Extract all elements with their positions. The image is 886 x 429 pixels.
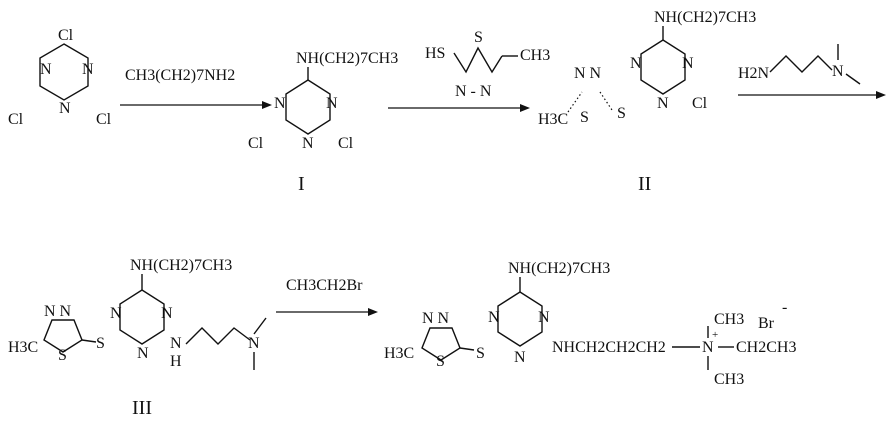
reagent-n: N: [832, 63, 844, 80]
atom-n: N: [302, 135, 314, 152]
atom-n: N: [82, 61, 94, 78]
reagent-nn: N - N: [455, 83, 492, 100]
octylamino-group: NH(CH2)7CH3: [296, 50, 398, 67]
octylamino-group: NH(CH2)7CH3: [654, 9, 756, 26]
thiadiazole-s: S: [580, 109, 589, 126]
atom-nh-h: H: [170, 353, 182, 370]
compound-III: NH(CH2)7CH3 N N N S N H N N N S H3C III: [8, 257, 267, 419]
atom-cl-top: Cl: [58, 27, 74, 44]
ethyl-group: CH2CH3: [736, 339, 796, 356]
octylamino-group: NH(CH2)7CH3: [130, 257, 232, 274]
atom-cl: Cl: [692, 95, 708, 112]
atom-s-linker: S: [96, 335, 105, 352]
reagent-hs: HS: [425, 45, 445, 62]
atom-n: N: [161, 305, 173, 322]
atom-dimethyl-n: N: [248, 335, 260, 352]
atom-n: N: [538, 309, 550, 326]
atom-n: N: [59, 100, 71, 117]
reaction-arrow-3: H2N N: [738, 44, 886, 99]
atom-n: N: [326, 95, 338, 112]
atom-n: N: [40, 61, 52, 78]
thiadiazole-s: S: [58, 347, 67, 364]
thiadiazole-s: S: [436, 353, 445, 370]
side-chain: NHCH2CH2CH2: [552, 339, 666, 356]
atom-cl: Cl: [248, 135, 264, 152]
reaction-arrow-1: CH3(CH2)7NH2: [120, 67, 272, 109]
compound-label-II: II: [638, 173, 651, 195]
reagent-s: S: [474, 29, 483, 46]
atom-n: N: [137, 345, 149, 362]
compound-label-I: I: [298, 173, 305, 195]
atom-n: N: [630, 55, 642, 72]
atom-n: N: [110, 305, 122, 322]
methyl-h3c: H3C: [8, 339, 38, 356]
compound-label-III: III: [132, 397, 152, 419]
bromide-ion: Br: [758, 315, 775, 332]
atom-n: N: [682, 55, 694, 72]
atom-n: N: [488, 309, 500, 326]
reagent-h2n: H2N: [738, 65, 770, 82]
atom-n: N: [514, 349, 526, 366]
atom-cl-left: Cl: [8, 111, 24, 128]
atom-s-linker: S: [617, 105, 626, 122]
reagent-bromoethane: CH3CH2Br: [286, 277, 363, 294]
octylamino-group: NH(CH2)7CH3: [508, 260, 610, 277]
methyl-h3c: H3C: [384, 345, 414, 362]
final-product: NH(CH2)7CH3 N N N S N N S H3C NHCH2CH2CH…: [384, 260, 796, 388]
reaction-arrow-4: CH3CH2Br: [276, 277, 378, 316]
charge-minus: -: [782, 299, 787, 316]
thiadiazole-nn: N N: [44, 303, 72, 320]
thiadiazole-nn: N N: [422, 310, 450, 327]
atom-nh-n: N: [170, 335, 182, 352]
cyanuric-chloride: Cl N N N Cl Cl: [8, 27, 112, 128]
atom-cl-right: Cl: [96, 111, 112, 128]
atom-s-linker: S: [476, 345, 485, 362]
atom-cl: Cl: [338, 135, 354, 152]
atom-n: N: [657, 95, 669, 112]
compound-I: NH(CH2)7CH3 N N N Cl Cl I: [248, 50, 398, 195]
reaction-arrow-2: HS S CH3 N - N: [388, 29, 550, 112]
atom-n: N: [274, 95, 286, 112]
atom-n-plus: N: [702, 339, 714, 356]
thiadiazole-nn: N N: [574, 65, 602, 82]
methyl-top: CH3: [714, 311, 744, 328]
methyl-bottom: CH3: [714, 371, 744, 388]
charge-plus: +: [712, 329, 718, 341]
compound-II: NH(CH2)7CH3 N N N Cl S N N S H3C II: [538, 9, 756, 195]
reagent-octylamine: CH3(CH2)7NH2: [125, 67, 235, 84]
methyl-h3c: H3C: [538, 111, 568, 128]
reagent-ch3: CH3: [520, 47, 550, 64]
